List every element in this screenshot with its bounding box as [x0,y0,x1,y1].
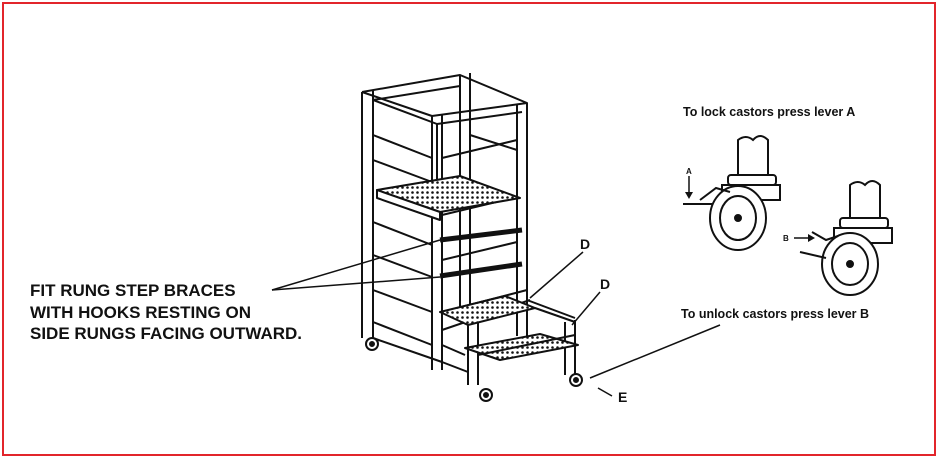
scaffold-tower [361,73,579,385]
instruction-line-2: WITH HOOKS RESTING ON [30,303,251,322]
instruction-line-3: SIDE RUNGS FACING OUTWARD. [30,324,302,343]
lock-castors-text: To lock castors press lever A [683,105,855,119]
lever-a-arrow [685,176,693,199]
label-e: E [618,389,627,405]
lever-b-arrow [794,234,815,242]
lever-b-label: B [783,234,789,243]
castor-wheel [365,337,583,402]
lever-a-label: A [686,167,692,176]
label-d-upper: D [580,236,590,252]
label-d-lower: D [600,276,610,292]
leader-lines [271,239,721,397]
unlock-castor-illustration [799,180,893,296]
lock-castor-illustration [683,135,781,251]
unlock-castors-text: To unlock castors press lever B [681,307,869,321]
instruction-line-1: FIT RUNG STEP BRACES [30,281,236,300]
